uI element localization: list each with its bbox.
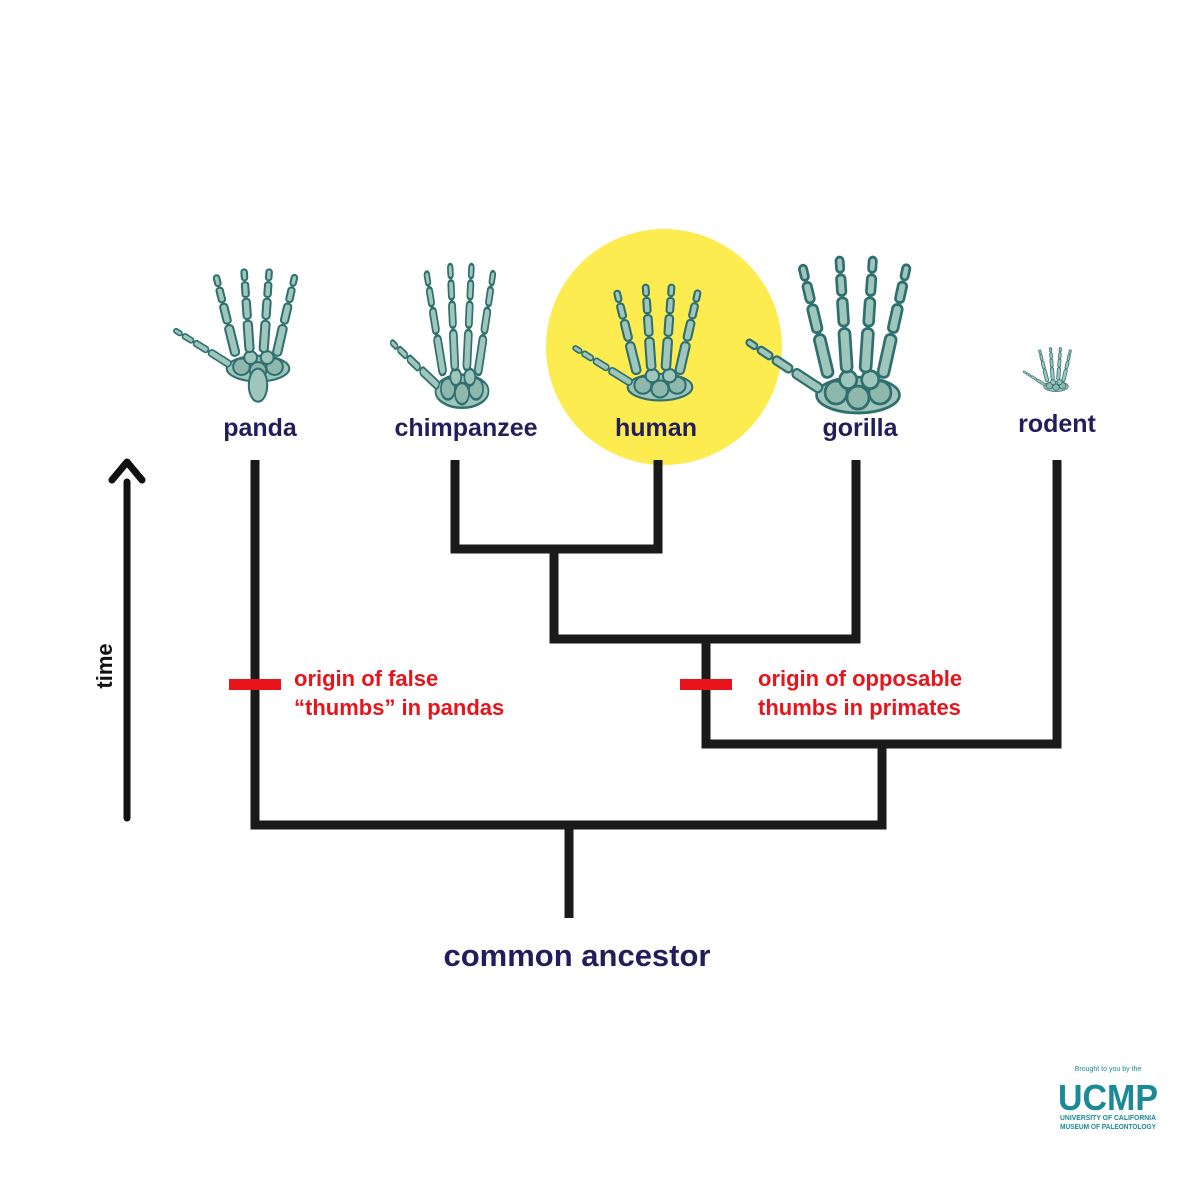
opposable-thumb-event-label-line1: origin of opposable (758, 666, 962, 691)
logo-wordmark: UCMP (1058, 1077, 1158, 1118)
opposable-thumb-event-marker (680, 679, 732, 690)
taxon-label-rodent: rodent (1018, 410, 1096, 438)
time-axis-label: time (92, 643, 117, 688)
logo-line1: UNIVERSITY OF CALIFORNIA (1060, 1113, 1157, 1122)
opposable-thumb-event-label-line2: thumbs in primates (758, 695, 961, 720)
taxon-label-human: human (615, 414, 697, 442)
taxon-label-chimpanzee: chimpanzee (394, 414, 537, 442)
false-thumb-event-label-line2: “thumbs” in pandas (294, 695, 504, 720)
logo-tagline: Brought to you by the (1075, 1066, 1142, 1073)
taxon-label-panda: panda (223, 414, 298, 442)
false-thumb-event-label-line1: origin of false (294, 666, 438, 691)
taxon-label-gorilla: gorilla (822, 414, 898, 442)
phylogenetic-tree (250, 460, 1062, 918)
false-thumb-event-marker (229, 679, 281, 690)
panda-hand-skeleton-icon (172, 269, 299, 403)
common-ancestor-label: common ancestor (443, 938, 710, 973)
ucmp-logo: Brought to you by the UCMP UNIVERSITY OF… (1058, 1066, 1158, 1131)
chimpanzee-hand-skeleton-icon (389, 264, 496, 408)
rodent-hand-skeleton-icon (1023, 348, 1073, 392)
branch-chimp-human (450, 460, 663, 554)
time-axis-arrow (108, 458, 146, 822)
logo-line2: MUSEUM OF PALEONTOLOGY (1060, 1122, 1156, 1131)
